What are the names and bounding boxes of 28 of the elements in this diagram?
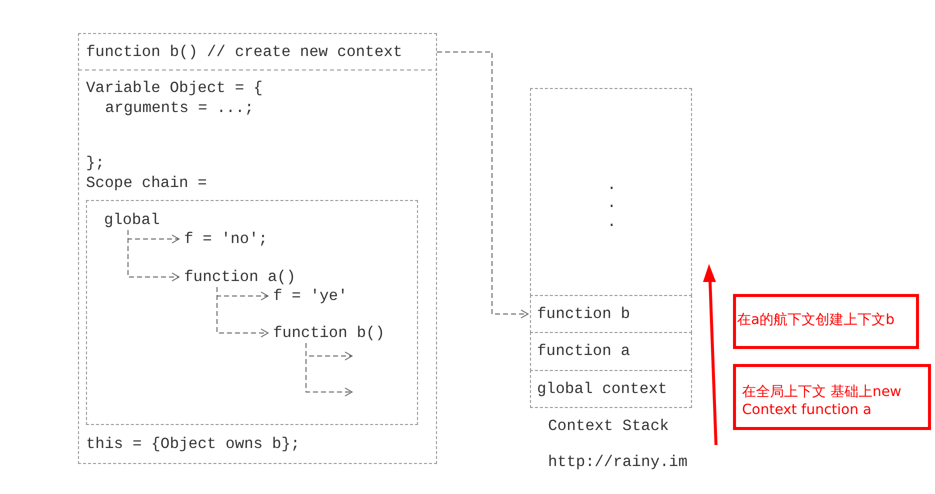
- arrow: [306, 342, 352, 396]
- code-text: };: [86, 154, 105, 172]
- stack-frame: function b: [530, 295, 692, 333]
- arrow: [436, 52, 528, 318]
- dot-mark: .: [607, 213, 616, 231]
- url-text: http://rainy.im: [548, 453, 688, 471]
- stack-frame: global context: [530, 370, 692, 408]
- code-line: global: [104, 211, 160, 229]
- code-text: arguments = ...;: [105, 99, 254, 117]
- caption-text: Context Stack: [548, 417, 669, 435]
- note-box: 在a的航下文创建上下文b: [733, 294, 919, 349]
- note-box: 在全局上下文 基础上new Context function a: [733, 364, 931, 430]
- code-line: f = 'ye': [273, 287, 348, 305]
- scope-box: [86, 200, 418, 425]
- dot-mark: .: [607, 194, 616, 212]
- code-line: f = 'no';: [184, 230, 268, 248]
- code-text: Variable Object = {: [86, 79, 263, 97]
- stack-frame: function a: [530, 332, 692, 371]
- code-line: function a(): [184, 268, 296, 286]
- code-text: Scope chain =: [86, 174, 207, 192]
- arrow: [128, 230, 180, 282]
- dot-mark: .: [607, 176, 616, 194]
- header-text: function b() // create new context: [86, 43, 402, 61]
- code-line: function b(): [273, 324, 385, 342]
- stack-slot: [530, 88, 692, 296]
- code-text: this = {Object owns b};: [86, 435, 300, 453]
- arrow: [216, 286, 268, 338]
- context-box: [78, 33, 437, 464]
